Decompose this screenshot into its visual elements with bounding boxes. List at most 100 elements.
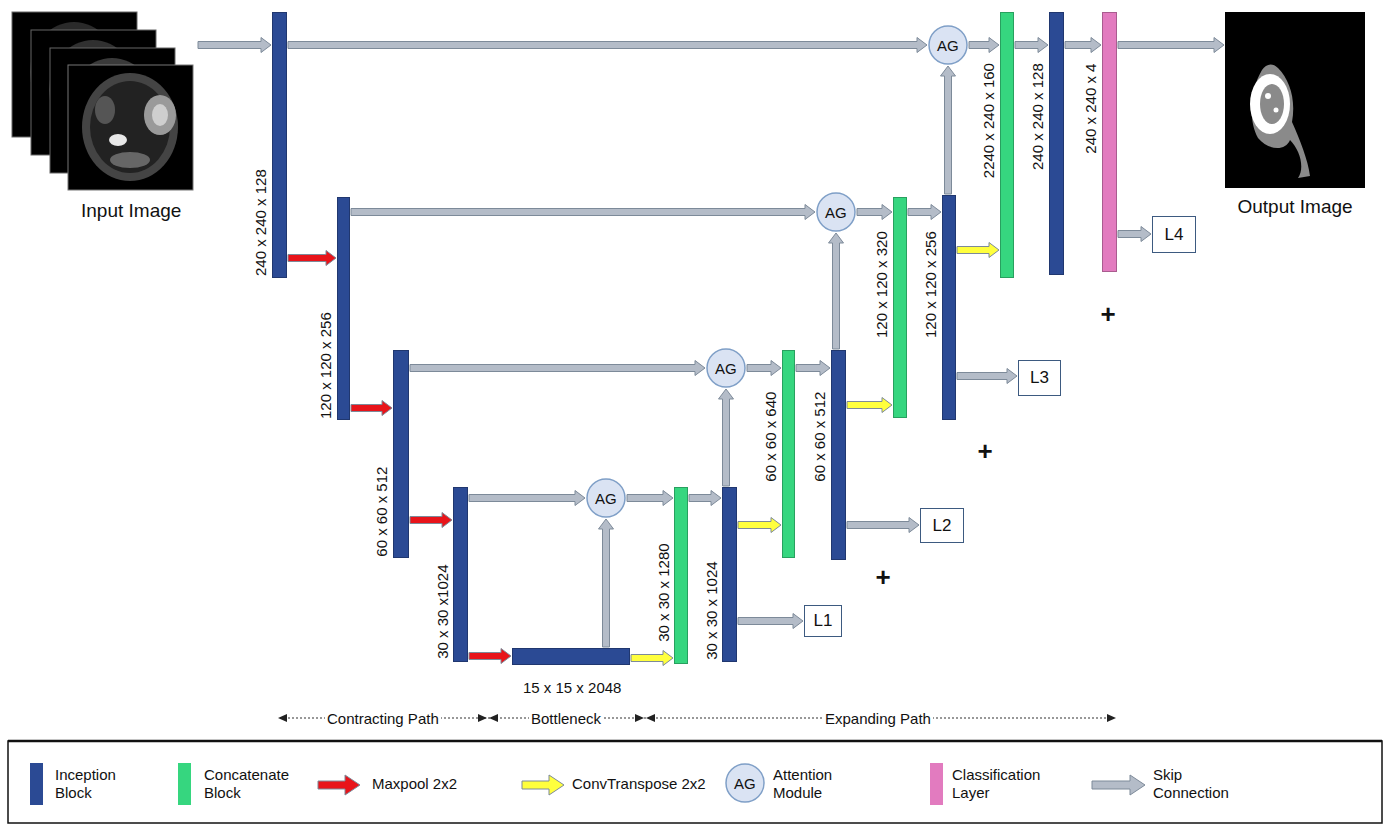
node-label: AG xyxy=(595,490,617,507)
skip-connection xyxy=(1015,38,1048,53)
node-label: L2 xyxy=(933,516,952,536)
layer-block: 120 x 120 x 320 xyxy=(893,197,907,418)
layer-block: 2240 x 240 x 160 xyxy=(1000,12,1014,278)
image-panel: Output Image xyxy=(1225,12,1365,188)
node-label: AG xyxy=(715,360,737,377)
dimension-label: 240 x 240 x 4 xyxy=(1082,63,1099,153)
caption: Output Image xyxy=(1238,196,1353,218)
skip-connection xyxy=(198,38,271,53)
dimension-label: 120 x 120 x 256 xyxy=(922,231,939,338)
skip-connection xyxy=(1065,38,1101,53)
skip-connection xyxy=(719,389,734,486)
skip-connection xyxy=(351,205,815,220)
dimension-label: 60 x 60 x 640 xyxy=(762,391,779,481)
legend-text: Skip Connection xyxy=(1153,766,1243,802)
legend-swatch xyxy=(178,763,191,805)
legend-swatch xyxy=(930,763,943,805)
dimension-label: 60 x 60 x 512 xyxy=(811,391,828,481)
layer-block: 240 x 240 x 128 xyxy=(1049,12,1064,275)
path-label: Expanding Path xyxy=(823,710,933,727)
attention-module: AG xyxy=(706,348,746,388)
bottleneck-block: 15 x 15 x 2048 xyxy=(512,648,630,665)
plus-sign: + xyxy=(1101,300,1116,330)
loss-box: L2 xyxy=(920,508,964,543)
layer-block: 30 x 30 x 1024 xyxy=(722,487,737,662)
dimension-label: 120 x 120 x 256 xyxy=(317,312,334,419)
legend-text: Concatenate Block xyxy=(204,766,304,802)
skip-connection xyxy=(1118,227,1151,242)
plus-sign: + xyxy=(876,563,891,593)
skip-connection xyxy=(847,518,919,533)
image-panel: Input Image xyxy=(12,12,197,190)
skip-connection xyxy=(857,205,892,220)
layer-block: 30 x 30 x1024 xyxy=(453,487,468,662)
legend-samples xyxy=(318,764,1145,802)
legend-frame xyxy=(8,741,1382,823)
legend-text: Attention Module xyxy=(773,766,863,802)
attention-module: AG xyxy=(586,478,626,518)
skip-connection xyxy=(689,491,721,506)
convtranspose-arrow xyxy=(738,518,781,533)
maxpool-arrow xyxy=(351,401,392,416)
maxpool-arrow xyxy=(469,649,511,664)
loss-box: L4 xyxy=(1152,216,1196,253)
skip-connection xyxy=(738,614,803,629)
dimension-label: 240 x 240 x 128 xyxy=(252,169,269,276)
loss-box: L1 xyxy=(804,605,842,637)
maxpool-arrow xyxy=(410,513,452,528)
skip-connection xyxy=(957,369,1017,384)
circle-shape xyxy=(929,26,967,64)
layer-block: 60 x 60 x 512 xyxy=(831,350,846,560)
dimension-label: 2240 x 240 x 160 xyxy=(980,63,997,178)
path-label: Contracting Path xyxy=(325,710,441,727)
dimension-label: 30 x 30 x 1280 xyxy=(654,543,671,641)
node-label: L4 xyxy=(1165,225,1184,245)
layer-block: 120 x 120 x 256 xyxy=(337,197,350,420)
node-label: AG xyxy=(937,37,959,54)
skip-connection xyxy=(941,66,956,194)
attention-module: AG xyxy=(928,25,968,65)
skip-connection xyxy=(599,519,614,647)
circle-shape xyxy=(817,193,855,231)
convtranspose-arrow xyxy=(957,243,999,258)
segmentation-output xyxy=(1225,12,1365,188)
node-label: L3 xyxy=(1030,368,1049,388)
node-label: AG xyxy=(825,204,847,221)
layer-block: 60 x 60 x 640 xyxy=(782,350,795,558)
dimension-label: 240 x 240 x 128 xyxy=(1029,63,1046,170)
layer-block: 240 x 240 x 4 xyxy=(1102,12,1117,272)
skip-connection xyxy=(829,233,844,349)
circle-shape xyxy=(587,479,625,517)
skip-connection xyxy=(969,38,999,53)
skip-connection xyxy=(627,491,673,506)
dimension-label: 60 x 60 x 512 xyxy=(373,466,390,556)
node-label: L1 xyxy=(814,611,833,631)
layer-block: 60 x 60 x 512 xyxy=(393,350,409,558)
dimension-label: 30 x 30 x1024 xyxy=(433,564,450,658)
plus-sign: + xyxy=(978,437,993,467)
layer-block: 240 x 240 x 128 xyxy=(272,12,287,278)
layer-block: 120 x 120 x 256 xyxy=(942,195,956,420)
legend-swatch xyxy=(30,763,43,805)
dimension-label: 30 x 30 x 1024 xyxy=(702,561,719,659)
skip-connection xyxy=(908,205,941,220)
legend-text: Maxpool 2x2 xyxy=(372,775,492,793)
skip-connection xyxy=(288,38,927,53)
legend-text: Inception Block xyxy=(55,766,140,802)
legend-circle-label: AG xyxy=(734,775,756,792)
skip-connection xyxy=(410,361,705,376)
convtranspose-arrow xyxy=(847,398,892,413)
mri-stack xyxy=(12,12,193,190)
caption: Input Image xyxy=(81,200,181,222)
skip-connection xyxy=(747,361,781,376)
legend-text: ConvTranspose 2x2 xyxy=(572,775,722,793)
maxpool-arrow xyxy=(288,251,336,266)
loss-box: L3 xyxy=(1018,360,1061,396)
layer-block: 30 x 30 x 1280 xyxy=(674,487,688,664)
caption: 15 x 15 x 2048 xyxy=(523,679,621,696)
legend-text: Classification Layer xyxy=(952,766,1062,802)
